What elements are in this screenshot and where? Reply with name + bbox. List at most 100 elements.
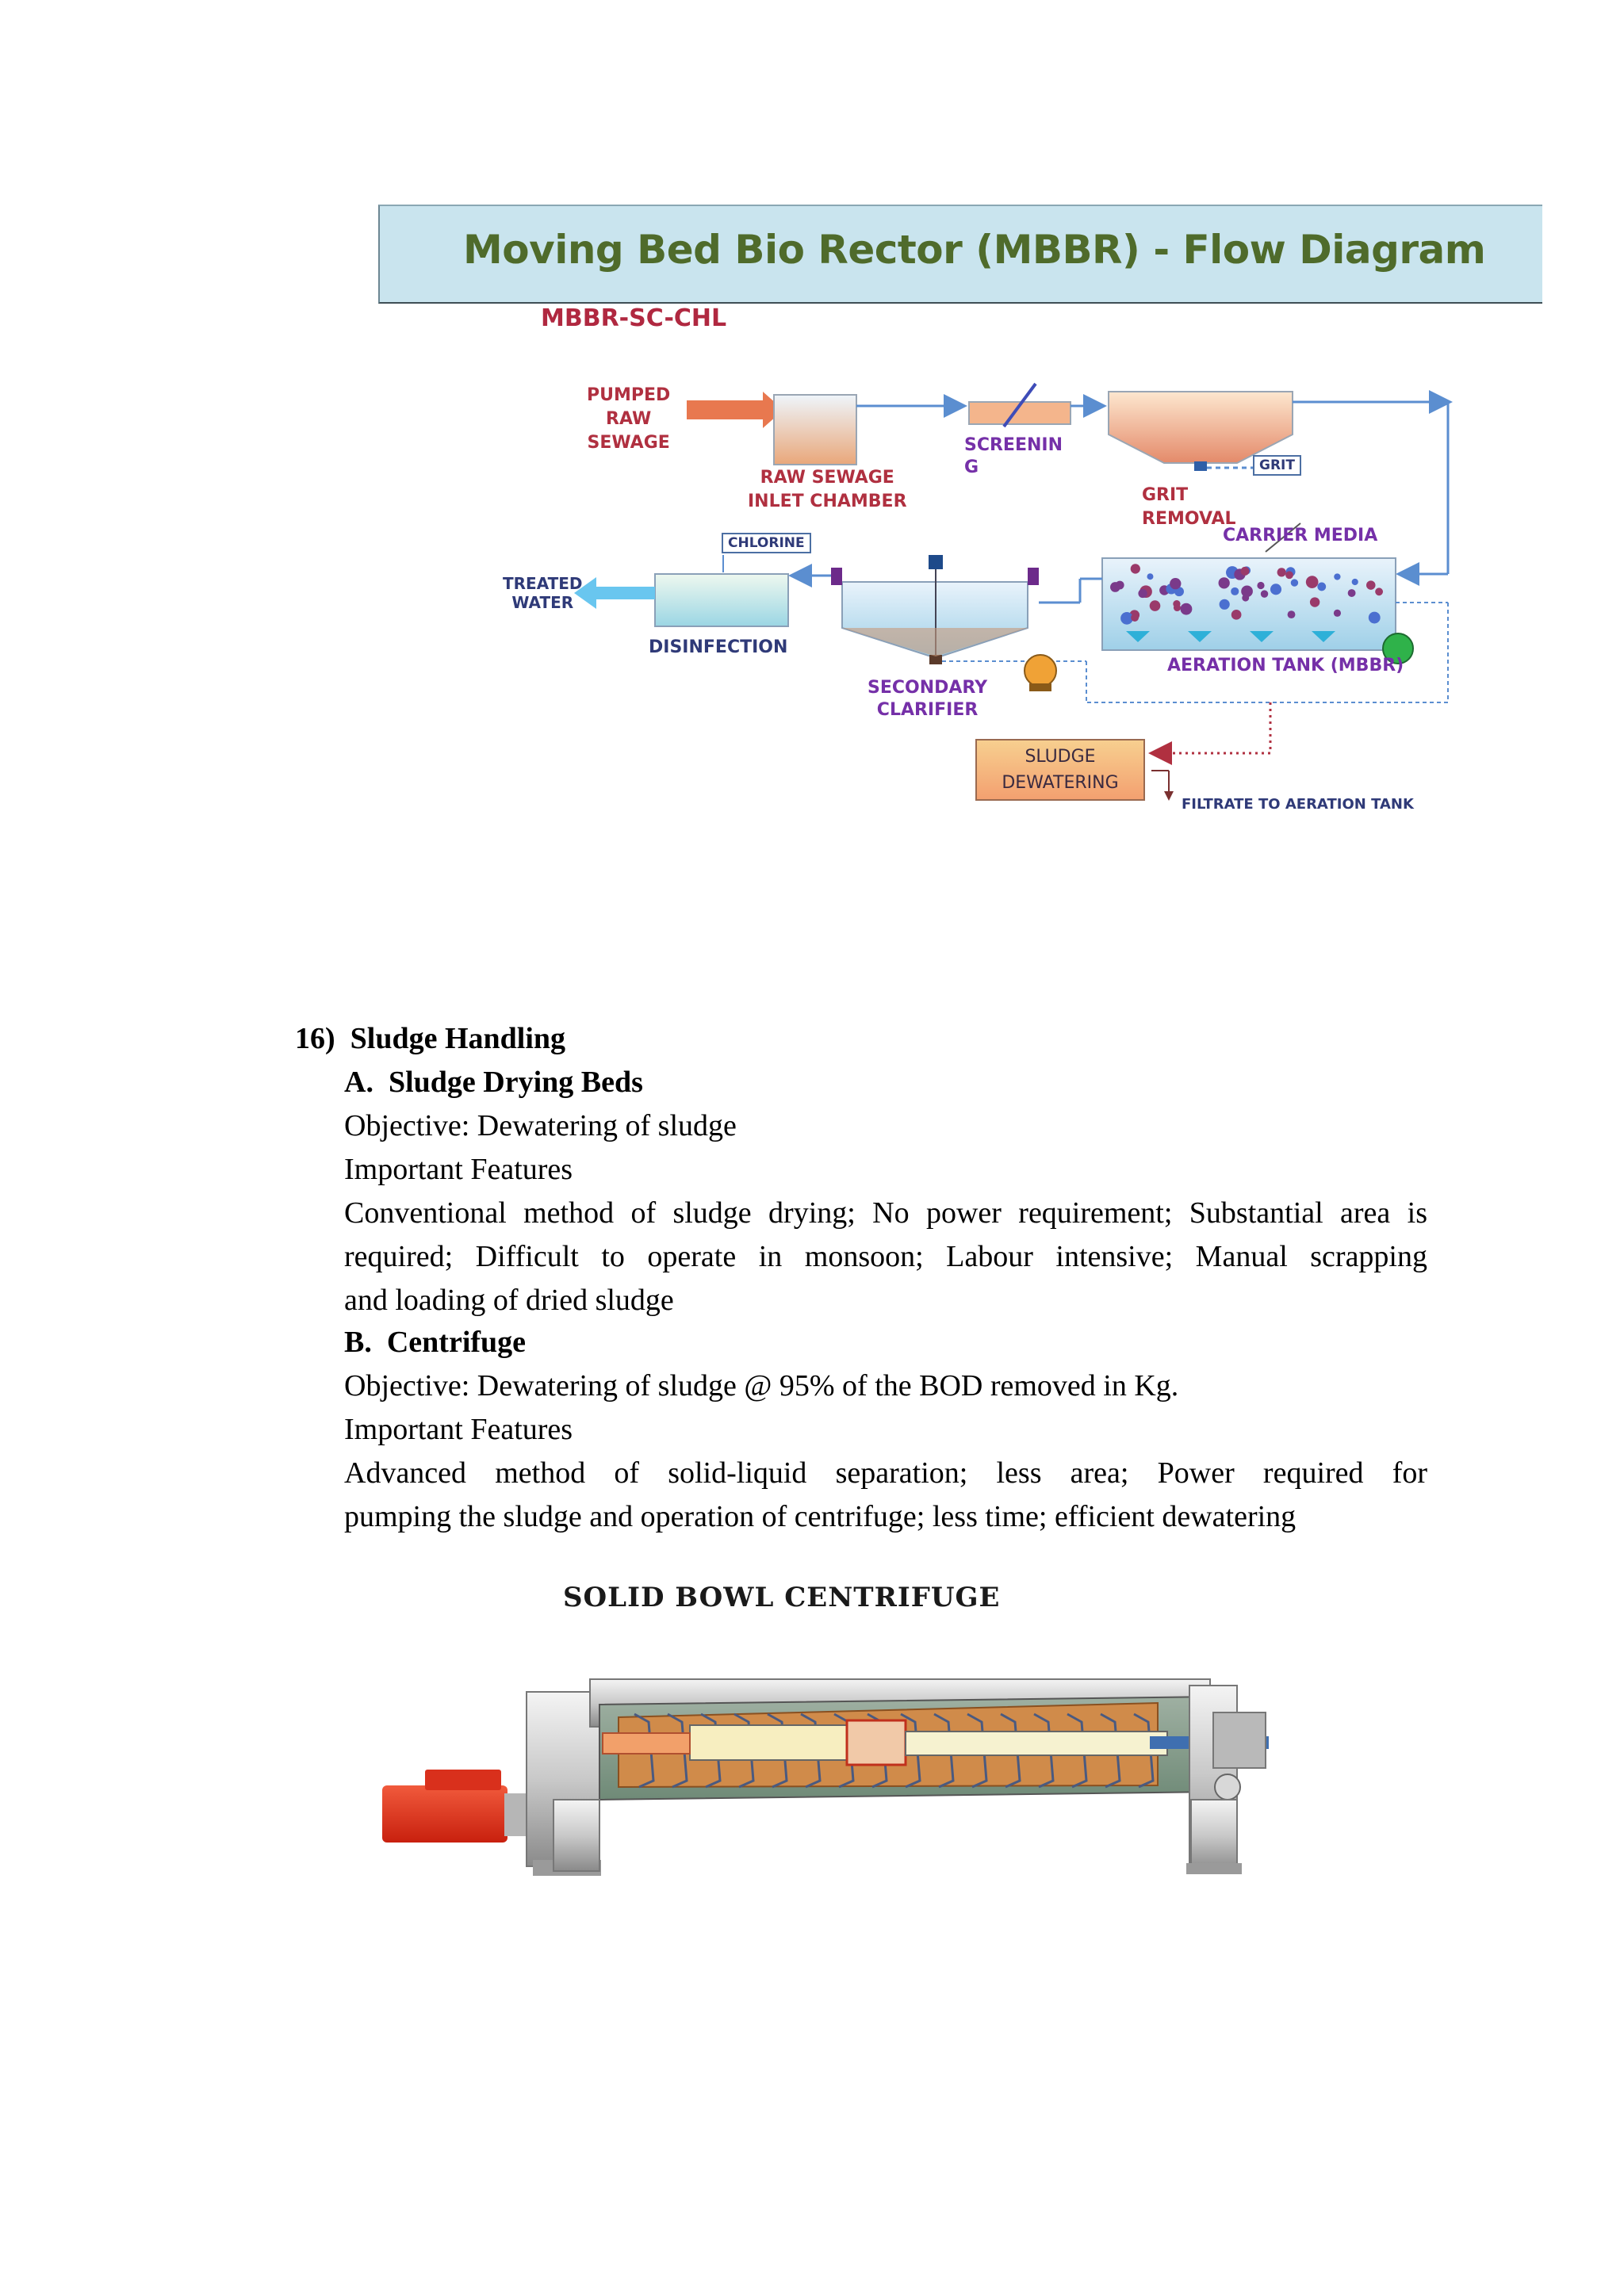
- subsection-b-features-title: Important Features: [344, 1413, 573, 1446]
- subsection-b-title: Centrifuge: [386, 1326, 527, 1359]
- screw-conveyor-flights: [634, 1712, 1155, 1789]
- label-filtrate-to-aeration-tank: FILTRATE TO AERATION TANK: [1182, 796, 1414, 813]
- carrier-media-particle: [1231, 609, 1242, 620]
- carrier-media-particle: [1240, 566, 1250, 576]
- centrifuge-casing: [589, 1678, 1214, 1801]
- carrier-media-particle: [1287, 610, 1296, 619]
- carrier-media-particle: [1138, 588, 1147, 599]
- screw-flight: [800, 1712, 822, 1789]
- screw-flight: [1000, 1712, 1021, 1789]
- carrier-media-particle: [1130, 564, 1140, 574]
- aeration-diffuser: [1126, 631, 1150, 642]
- carrier-media-particle: [1219, 599, 1230, 610]
- label-secondary-clarifier: SECONDARY CLARIFIER: [868, 678, 988, 720]
- aeration-blower: [1382, 633, 1414, 664]
- carrier-media-particle: [1334, 573, 1341, 580]
- carrier-media-particle: [1368, 611, 1381, 624]
- label-treated-water: TREATED WATER: [503, 574, 583, 612]
- grit-removal-tank: [1108, 391, 1293, 471]
- screw-flight: [1067, 1712, 1088, 1789]
- subsection-b-heading: B. Centrifuge: [344, 1326, 527, 1359]
- diagram-banner: Moving Bed Bio Rector (MBBR) - Flow Diag…: [378, 205, 1542, 304]
- aeration-diffuser: [1312, 631, 1335, 642]
- screw-flight: [933, 1712, 955, 1789]
- centrifuge-support-legs: [553, 1799, 1242, 1874]
- screw-flight: [900, 1712, 921, 1789]
- subsection-a-heading: A. Sludge Drying Beds: [344, 1066, 643, 1099]
- carrier-media-particle: [1170, 577, 1182, 590]
- subsection-a-features-line: Conventional method of sludge drying; No…: [344, 1196, 1427, 1230]
- carrier-media-particle: [1285, 571, 1293, 580]
- aeration-diffuser: [1188, 631, 1212, 642]
- secondary-clarifier-tank: [831, 555, 1039, 664]
- centrifuge-motor: [382, 1770, 533, 1843]
- feed-tube: [602, 1719, 1269, 1766]
- discharge-end-housing: [1189, 1685, 1266, 1864]
- sludge-recirculation-pump: [1024, 654, 1057, 691]
- carrier-media-particle: [1270, 584, 1282, 595]
- carrier-media-particle: [1347, 589, 1356, 597]
- carrier-media-particle: [1241, 585, 1253, 598]
- carrier-media-particle: [1110, 582, 1120, 592]
- carrier-media-particle: [1351, 578, 1358, 586]
- carrier-media-particle: [1305, 576, 1319, 588]
- label-pumped-raw-sewage: PUMPED RAW SEWAGE: [587, 385, 671, 453]
- subsection-b-features-line: pumping the sludge and operation of cent…: [344, 1500, 1297, 1533]
- label-grit-removal: GRIT REMOVAL: [1142, 485, 1236, 529]
- carrier-media-particle: [1290, 579, 1299, 587]
- subsection-a-title: Sludge Drying Beds: [388, 1066, 643, 1099]
- carrier-media-particle: [1231, 587, 1239, 595]
- raw-sewage-inflow-arrow: [687, 392, 783, 428]
- subsection-a-objective: Objective: Dewatering of sludge: [344, 1109, 737, 1142]
- carrier-media-particle: [1317, 582, 1327, 591]
- screw-flight: [733, 1712, 755, 1789]
- mbbr-flow-diagram: Moving Bed Bio Rector (MBBR) - Flow Diag…: [0, 0, 1624, 872]
- screw-flight: [1100, 1712, 1121, 1789]
- screw-flight: [1133, 1712, 1155, 1789]
- carrier-media-particles: [1110, 564, 1384, 642]
- label-disinfection: DISINFECTION: [649, 637, 788, 657]
- carrier-media-particle: [1147, 573, 1154, 580]
- label-screening: SCREENIN G: [964, 435, 1063, 477]
- diagram-subtitle: MBBR-SC-CHL: [541, 304, 727, 332]
- screw-flight: [700, 1712, 722, 1789]
- subsection-a-features-title: Important Features: [344, 1153, 573, 1186]
- screw-flight: [967, 1712, 988, 1789]
- subsection-b-objective: Objective: Dewatering of sludge @ 95% of…: [344, 1369, 1179, 1402]
- carrier-media-particle: [1173, 603, 1182, 612]
- centrifuge-title: SOLID BOWL CENTRIFUGE: [563, 1582, 1001, 1613]
- carrier-media-particle: [1120, 611, 1133, 625]
- label-grit-box: GRIT: [1253, 455, 1301, 476]
- label-chlorine-box: CHLORINE: [722, 533, 811, 553]
- carrier-media-particle: [1218, 577, 1230, 589]
- label-aeration-tank: AERATION TANK (MBBR): [1167, 656, 1404, 675]
- screw-flight: [634, 1712, 655, 1789]
- subsection-a-features-line: required; Difficult to operate in monsoo…: [344, 1240, 1427, 1273]
- subsection-b-features-line: Advanced method of solid-liquid separati…: [344, 1456, 1427, 1490]
- screw-flight: [867, 1712, 888, 1789]
- carrier-media-particle: [1260, 590, 1269, 598]
- section-heading: 16) Sludge Handling: [295, 1017, 565, 1060]
- screw-flight: [767, 1712, 788, 1789]
- carrier-media-particle: [1366, 580, 1376, 590]
- diagram-banner-title: Moving Bed Bio Rector (MBBR) - Flow Diag…: [463, 227, 1486, 273]
- carrier-media-particle: [1257, 581, 1265, 590]
- screw-flight: [833, 1712, 855, 1789]
- inlet-chamber-tank: [773, 394, 857, 465]
- section-title: Sludge Handling: [350, 1022, 566, 1055]
- sludge-dewatering-box: SLUDGE DEWATERING: [975, 739, 1145, 801]
- carrier-media-particle: [1174, 587, 1184, 597]
- carrier-media-particle: [1149, 600, 1161, 611]
- flow-diagram-graphics: [574, 382, 1453, 801]
- section-number: 16): [295, 1022, 335, 1055]
- screw-flight: [1033, 1712, 1055, 1789]
- carrier-media-particle: [1131, 614, 1139, 622]
- label-raw-sewage-inlet-chamber: RAW SEWAGE INLET CHAMBER: [748, 468, 907, 511]
- carrier-media-particle: [1333, 609, 1342, 617]
- subsection-a-features-line: and loading of dried sludge: [344, 1284, 674, 1317]
- screw-flight: [667, 1712, 688, 1789]
- carrier-media-particle: [1180, 603, 1193, 615]
- disinfection-tank: [654, 573, 789, 627]
- drive-housing: [526, 1691, 601, 1876]
- treated-water-outflow-arrow: [574, 577, 655, 609]
